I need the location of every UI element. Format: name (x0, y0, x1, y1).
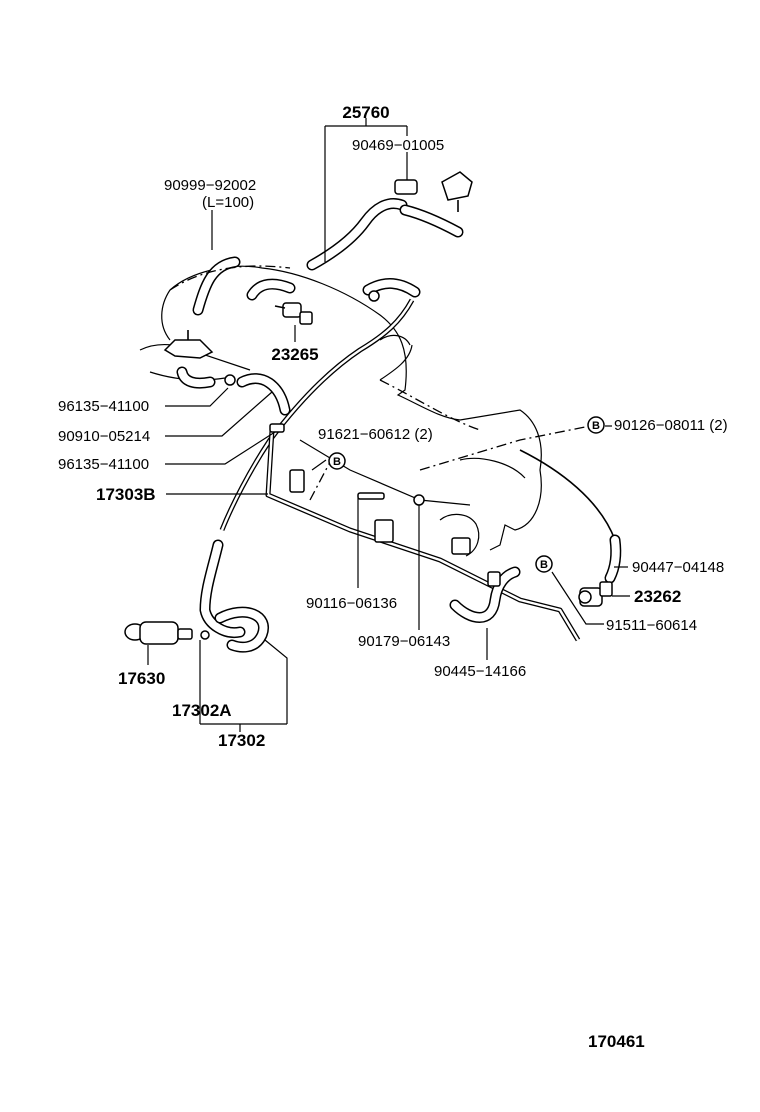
clamp-group (200, 179, 425, 640)
callout-90999-92002: 90999−92002 (164, 177, 256, 194)
callout-17303B: 17303B (96, 485, 156, 504)
callout-23262: 23262 (634, 587, 681, 606)
diagram-id: 170461 (588, 1032, 645, 1051)
callout-17302: 17302 (218, 731, 265, 750)
valve-17630 (124, 621, 193, 645)
bracket-top-right (441, 171, 473, 212)
vsv-23262 (578, 581, 613, 607)
callout-23265: 23265 (271, 345, 318, 364)
callout-90469-01005: 90469−01005 (352, 137, 444, 154)
svg-text:B: B (333, 456, 341, 468)
callout-17630: 17630 (118, 669, 165, 688)
svg-text:B: B (540, 559, 548, 571)
callout-90126-08011: 90126−08011 (2) (614, 417, 728, 434)
callout-91621-60612: 91621−60612 (2) (318, 426, 433, 443)
callout-25760: 25760 (342, 103, 389, 122)
b-badge: B (587, 416, 605, 434)
svg-text:B: B (592, 420, 600, 432)
leader-lines (147, 118, 630, 732)
callout-90999-length: (L=100) (202, 194, 254, 211)
callout-96135-41100-b: 96135−41100 (58, 456, 149, 473)
callout-96135-41100-a: 96135−41100 (58, 398, 149, 415)
b-badge: B (535, 555, 553, 573)
callout-90447-04148: 90447−04148 (632, 559, 724, 576)
callout-91511-60614: 91511−60614 (606, 617, 697, 634)
fixings (289, 469, 501, 587)
callout-90179-06143: 90179−06143 (358, 633, 450, 650)
b-badge: B (328, 452, 346, 470)
callout-17302A: 17302A (172, 701, 232, 720)
bsv-left (163, 330, 214, 359)
intake-body-outline (139, 265, 542, 557)
vsv-23265 (274, 302, 313, 325)
callout-90445-14166: 90445−14166 (434, 663, 526, 680)
callout-90116-06136: 90116−06136 (306, 595, 397, 612)
callout-90910-05214: 90910−05214 (58, 428, 150, 445)
vacuum-hose-network (169, 198, 622, 653)
